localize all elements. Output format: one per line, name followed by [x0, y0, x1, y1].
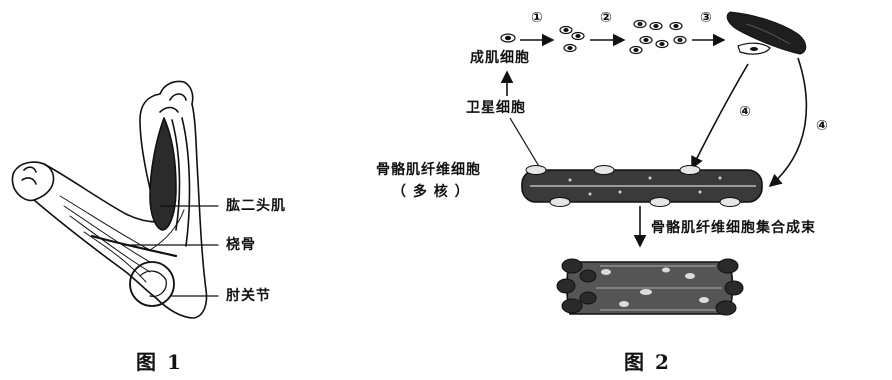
step-marker-1: ①	[531, 10, 544, 26]
step-marker-4-left: ④	[739, 104, 752, 120]
caption-figure-2: 图 2	[624, 350, 671, 374]
radius-bone	[90, 234, 178, 258]
shoulder-outline	[159, 80, 194, 105]
label-myoblast: 成肌细胞	[470, 50, 530, 66]
caption-figure-1: 图 1	[136, 350, 183, 374]
label-elbow-joint: 肘关节	[226, 288, 271, 304]
label-fiber-bundle: 骨骼肌纤维细胞集合成束	[651, 220, 816, 236]
biceps-muscle	[149, 117, 177, 231]
myoblast-stage-0	[500, 33, 516, 43]
elbow-joint-circle	[129, 261, 175, 307]
label-radius: 桡骨	[226, 237, 256, 253]
myoblast-stage-2	[629, 19, 687, 55]
arm-illustration	[11, 80, 219, 319]
arrow-step-4-right	[768, 57, 808, 188]
hand-outline	[11, 161, 55, 202]
label-multinucleate: （ 多 核 ）	[392, 184, 470, 200]
label-skeletal-fiber: 骨骼肌纤维细胞	[376, 162, 481, 178]
step-marker-3: ③	[700, 10, 713, 26]
skeletal-muscle-fiber	[521, 165, 763, 207]
myotube	[726, 11, 807, 55]
muscle-fiber-bundle	[556, 258, 744, 316]
arrow-step-4-left	[691, 63, 749, 170]
label-biceps: 肱二头肌	[226, 198, 286, 214]
step-marker-2: ②	[600, 10, 613, 26]
myoblast-stage-1	[559, 25, 585, 53]
label-satellite-cell: 卫星细胞	[466, 100, 526, 116]
satellite-leader	[509, 117, 541, 169]
step-marker-4-right: ④	[816, 118, 829, 134]
forearm-outline	[43, 163, 159, 223]
